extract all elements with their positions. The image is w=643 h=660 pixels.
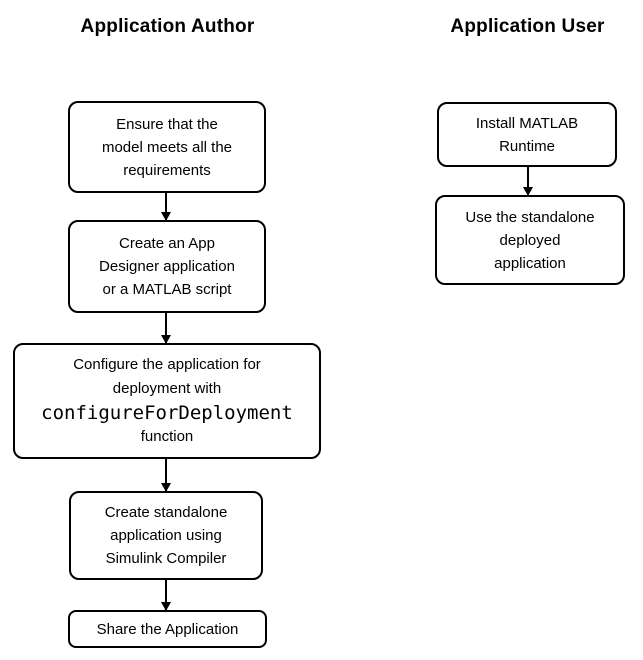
box-line: Runtime: [499, 137, 555, 155]
box-line: application using: [110, 527, 222, 544]
flow-box-configure-deployment: Configure the application for deployment…: [13, 343, 321, 459]
box-line: deployed: [499, 231, 561, 249]
box-line: or a MATLAB script: [102, 281, 232, 298]
box-line: Install MATLAB: [475, 114, 579, 132]
flow-box-share-application: Share the Application: [68, 610, 267, 648]
flow-arrow-down: [165, 459, 167, 491]
box-line: deployment with: [112, 380, 222, 397]
box-line: model meets all the: [101, 138, 233, 156]
flow-box-create-app: Create an App Designer application or a …: [68, 220, 266, 313]
box-line: Configure the application for: [73, 356, 261, 373]
box-line: function: [140, 428, 194, 445]
flow-arrow-down: [165, 313, 167, 343]
user-column-title: Application User: [450, 16, 605, 37]
box-line: requirements: [123, 161, 211, 179]
box-line: Create standalone: [104, 504, 228, 521]
flow-box-use-deployed-app: Use the standalone deployed application: [435, 195, 625, 285]
box-line: Create an App: [119, 235, 215, 252]
box-line: Designer application: [99, 258, 235, 275]
flow-arrow-down: [165, 580, 167, 610]
flow-arrow-down: [165, 193, 167, 220]
box-line: Use the standalone: [465, 208, 595, 226]
code-text: configureForDeployment: [41, 402, 293, 424]
author-column-title: Application Author: [80, 16, 255, 37]
box-line: application: [494, 254, 566, 272]
flow-box-install-runtime: Install MATLAB Runtime: [437, 102, 617, 167]
box-line: Share the Application: [96, 620, 239, 638]
flow-box-ensure-requirements: Ensure that the model meets all the requ…: [68, 101, 266, 193]
box-line: Simulink Compiler: [105, 550, 227, 567]
flow-box-create-standalone: Create standalone application using Simu…: [69, 491, 263, 580]
box-line: Ensure that the: [116, 115, 218, 133]
flow-arrow-down: [527, 167, 529, 195]
